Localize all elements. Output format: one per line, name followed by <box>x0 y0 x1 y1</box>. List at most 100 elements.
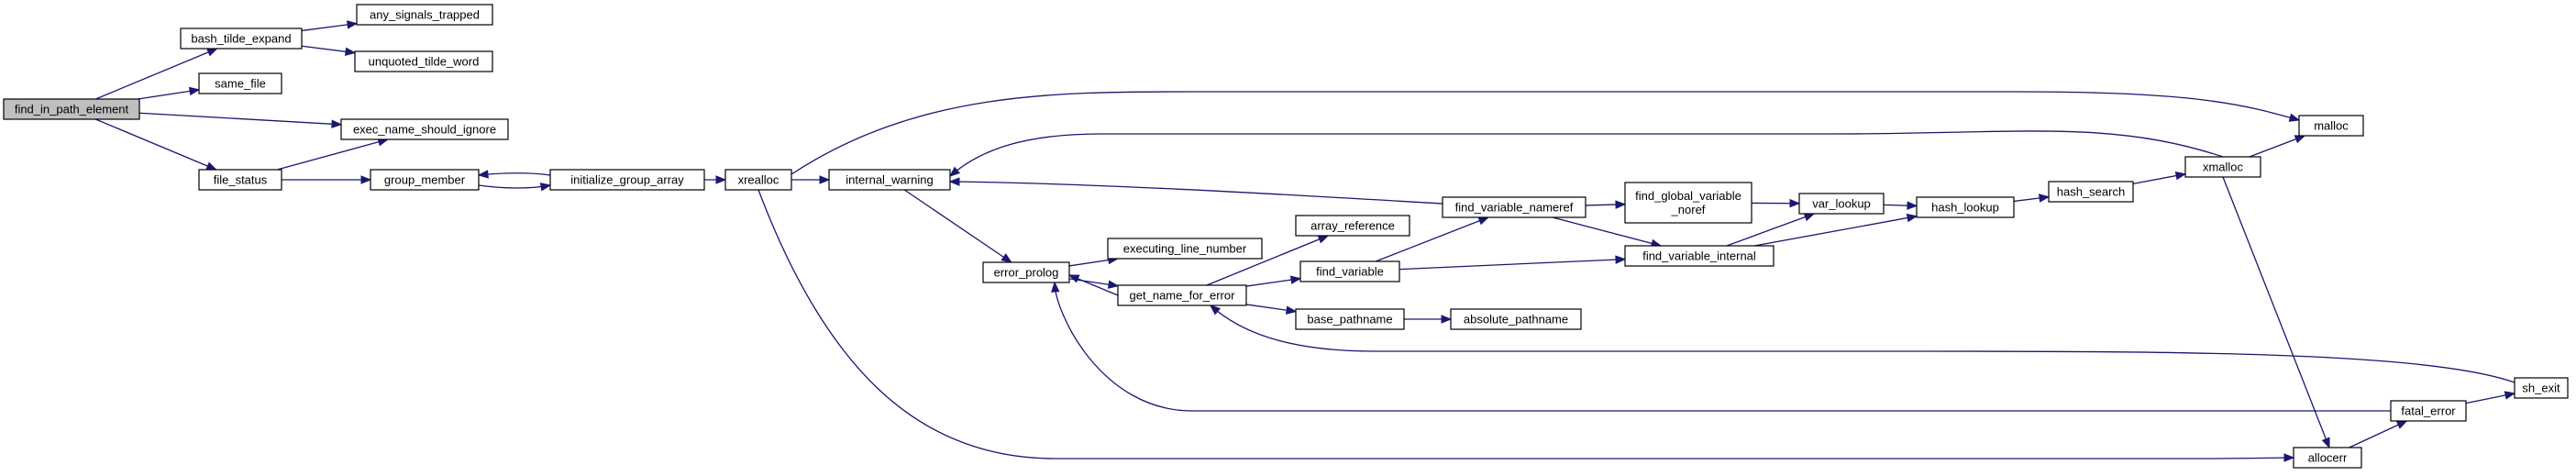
node-allocerr[interactable]: allocerr <box>2293 447 2362 469</box>
edge-sh_exit-to-get_name_for_error <box>1209 304 2515 383</box>
node-label: array_reference <box>1310 219 1395 233</box>
node-executing-line-number[interactable]: executing_line_number <box>1107 238 1263 260</box>
node-box <box>198 169 282 191</box>
edge-hash_search-to-xmalloc <box>2132 171 2187 185</box>
node-box <box>198 72 282 94</box>
node-find-in-path-element[interactable]: find_in_path_element <box>3 98 140 120</box>
node-box <box>2298 115 2364 137</box>
node-box <box>549 169 705 191</box>
edge-xrealloc-to-internal_warning <box>791 175 831 184</box>
node-box <box>1107 238 1263 260</box>
edge-fatal_error-to-sh_exit <box>2465 391 2516 404</box>
node-box <box>1117 284 1247 306</box>
edge-initialize_group_array-to-group_member <box>477 170 551 179</box>
node-label: allocerr <box>2308 451 2348 465</box>
node-xmalloc[interactable]: xmalloc <box>2184 156 2261 178</box>
node-exec-name-should-ignore[interactable]: exec_name_should_ignore <box>340 118 509 140</box>
node-internal-warning[interactable]: internal_warning <box>828 169 951 191</box>
node-fatal-error[interactable]: fatal_error <box>2390 400 2467 422</box>
node-find-variable-nameref[interactable]: find_variable_nameref <box>1442 196 1587 218</box>
edge-get_name_for_error-to-error_prolog <box>1067 274 1119 296</box>
node-error-prolog[interactable]: error_prolog <box>982 261 1070 283</box>
node-label: fatal_error <box>2401 404 2456 418</box>
edge-bash_tilde_expand-to-unquoted_tilde_word <box>301 45 357 56</box>
edge-var_lookup-to-hash_lookup <box>1883 201 1918 210</box>
edge-xmalloc-to-malloc <box>2249 135 2306 158</box>
node-box <box>340 118 509 140</box>
edge-internal_warning-to-error_prolog <box>903 189 1012 263</box>
node-box <box>1442 196 1587 218</box>
node-box <box>2048 181 2134 203</box>
node-get-name-for-error[interactable]: get_name_for_error <box>1117 284 1247 306</box>
node-label: find_variable_nameref <box>1455 201 1574 215</box>
edge-find_variable-to-find_variable_internal <box>1399 255 1627 271</box>
node-file-status[interactable]: file_status <box>198 169 282 191</box>
edge-find_in_path_element-to-exec_name_should_ignore <box>138 112 343 128</box>
edge-find_variable-to-find_variable_nameref <box>1375 216 1490 262</box>
node-xrealloc[interactable]: xrealloc <box>724 169 792 191</box>
edge-find_variable_internal-to-var_lookup <box>1726 213 1816 247</box>
node-box <box>356 4 493 26</box>
node-box <box>828 169 951 191</box>
node-label: any_signals_trapped <box>370 8 480 22</box>
edge-fatal_error-to-error_prolog <box>1051 281 2391 412</box>
node-var-lookup[interactable]: var_lookup <box>1798 193 1885 215</box>
node-label: base_pathname <box>1307 313 1392 327</box>
node-malloc[interactable]: malloc <box>2298 115 2364 137</box>
edges-layer <box>95 20 2516 462</box>
node-any-signals-trapped[interactable]: any_signals_trapped <box>356 4 493 26</box>
node-label: xrealloc <box>738 173 779 187</box>
edge-find_variable_nameref-to-find_variable_internal <box>1552 216 1663 248</box>
node-find-variable[interactable]: find_variable <box>1299 260 1400 282</box>
node-hash-search[interactable]: hash_search <box>2048 181 2134 203</box>
node-bash-tilde-expand[interactable]: bash_tilde_expand <box>180 28 303 50</box>
node-label: find_in_path_element <box>15 103 129 116</box>
node-find-variable-internal[interactable]: find_variable_internal <box>1624 245 1774 267</box>
node-box <box>1624 245 1774 267</box>
node-label: xmalloc <box>2203 161 2244 174</box>
node-box <box>1450 308 1582 330</box>
edge-find_variable_nameref-to-find_global_variable_noref <box>1585 200 1627 209</box>
node-label: unquoted_tilde_word <box>369 55 480 69</box>
node-base-pathname[interactable]: base_pathname <box>1295 308 1405 330</box>
node-label: executing_line_number <box>1123 242 1247 256</box>
node-label: find_global_variable <box>1635 189 1741 203</box>
node-box <box>982 261 1070 283</box>
edge-xmalloc-to-internal_warning <box>948 130 2224 177</box>
edge-get_name_for_error-to-array_reference <box>1206 235 1330 286</box>
edge-file_status-to-group_member <box>282 175 372 184</box>
node-absolute-pathname[interactable]: absolute_pathname <box>1450 308 1582 330</box>
edge-allocerr-to-fatal_error <box>2349 420 2408 448</box>
node-same-file[interactable]: same_file <box>198 72 282 94</box>
node-initialize-group-array[interactable]: initialize_group_array <box>549 169 705 191</box>
edge-xrealloc-to-malloc <box>790 91 2301 175</box>
node-label: initialize_group_array <box>570 173 684 187</box>
node-box <box>354 50 493 72</box>
node-label: internal_warning <box>846 173 933 187</box>
edge-xmalloc-to-allocerr <box>2222 176 2330 449</box>
node-label: sh_exit <box>2522 382 2560 395</box>
node-box <box>1299 260 1400 282</box>
node-box <box>724 169 792 191</box>
node-hash-lookup[interactable]: hash_lookup <box>1916 196 2015 218</box>
edge-find_in_path_element-to-file_status <box>95 118 217 171</box>
node-unquoted-tilde-word[interactable]: unquoted_tilde_word <box>354 50 493 72</box>
node-box <box>2184 156 2261 178</box>
node-box <box>2293 447 2362 469</box>
node-array-reference[interactable]: array_reference <box>1295 215 1410 237</box>
node-label: absolute_pathname <box>1464 313 1568 327</box>
node-box <box>1295 308 1405 330</box>
node-label: find_variable_internal <box>1642 249 1756 263</box>
edge-find_in_path_element-to-same_file <box>138 86 201 100</box>
node-find-global-variable-noref[interactable]: find_global_variable_noref <box>1624 182 1752 224</box>
edge-bash_tilde_expand-to-any_signals_trapped <box>301 20 359 32</box>
node-group-member[interactable]: group_member <box>370 169 480 191</box>
edge-hash_lookup-to-hash_search <box>2013 194 2051 203</box>
node-sh-exit[interactable]: sh_exit <box>2514 377 2569 399</box>
edge-group_member-to-initialize_group_array <box>478 183 552 192</box>
node-label: exec_name_should_ignore <box>353 123 496 137</box>
edge-get_name_for_error-to-find_variable <box>1245 275 1302 287</box>
edge-base_pathname-to-absolute_pathname <box>1404 315 1453 324</box>
node-box <box>2390 400 2467 422</box>
